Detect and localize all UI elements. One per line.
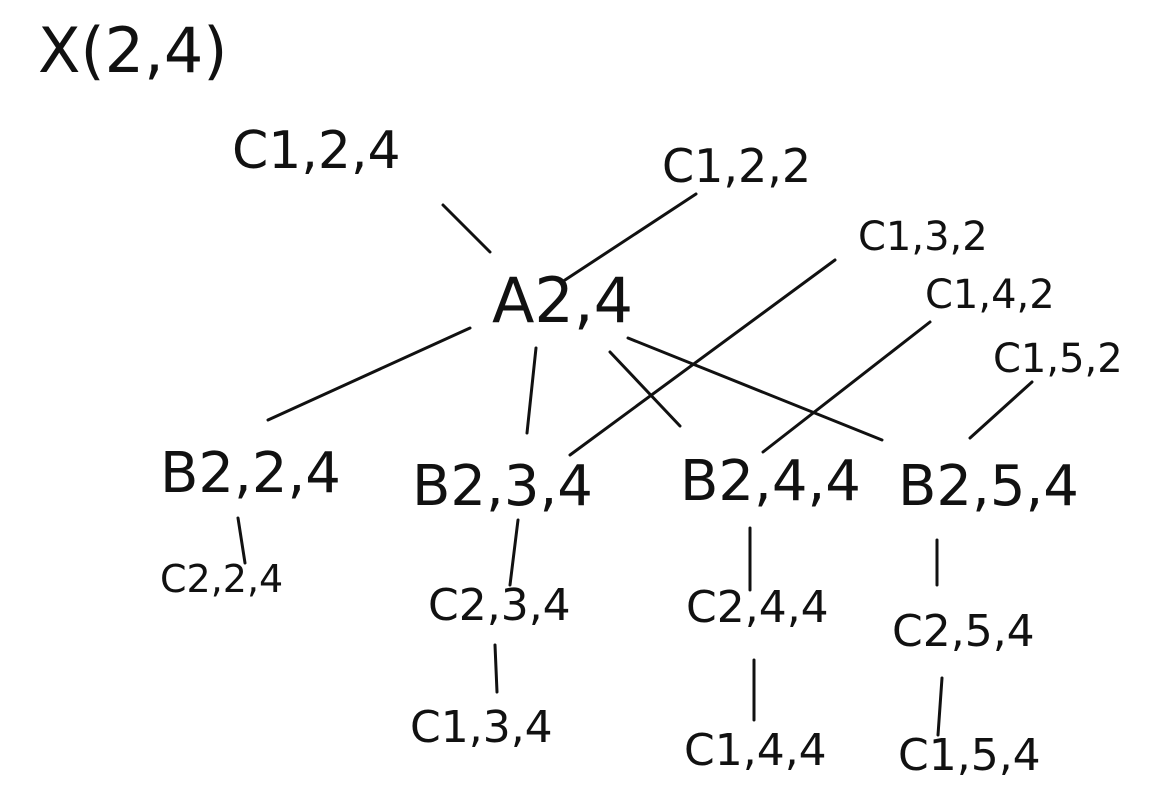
- node-b224: B2,2,4: [160, 441, 341, 506]
- edge-a24-b254: [626, 336, 884, 442]
- diagram-title: X(2,4): [38, 14, 227, 87]
- edge-c142-b244: [761, 320, 932, 454]
- node-c152: C1,5,2: [993, 336, 1123, 382]
- edge-c122-a24: [563, 192, 698, 282]
- edge-c254-c154: [936, 676, 944, 737]
- node-c144: C1,4,4: [684, 725, 827, 776]
- node-c154: C1,5,4: [898, 730, 1041, 781]
- edge-a24-b244: [608, 350, 682, 428]
- node-c124: C1,2,4: [232, 121, 401, 181]
- node-b244: B2,4,4: [680, 449, 861, 514]
- edge-c152-b254: [968, 380, 1034, 440]
- node-c254: C2,5,4: [892, 606, 1035, 657]
- node-c134: C1,3,4: [410, 702, 553, 753]
- node-c132: C1,3,2: [858, 214, 988, 260]
- node-c244: C2,4,4: [686, 582, 829, 633]
- edge-c234-c134: [493, 643, 499, 694]
- node-c122: C1,2,2: [662, 139, 811, 193]
- node-c224: C2,2,4: [160, 557, 283, 601]
- node-a24: A2,4: [492, 264, 633, 337]
- edges: [236, 192, 1034, 737]
- nodes: X(2,4) C1,2,4 C1,2,2C1,3,2C1,4,2C1,5,2 A2,…: [38, 14, 1123, 781]
- edge-a24-b224: [266, 326, 472, 422]
- edge-b234-c234: [508, 518, 520, 587]
- node-c142: C1,4,2: [925, 272, 1055, 318]
- edge-c132-b234: [568, 258, 837, 457]
- node-b254: B2,5,4: [898, 454, 1079, 519]
- edge-a24-b234: [525, 346, 538, 435]
- node-c234: C2,3,4: [428, 580, 571, 631]
- node-b234: B2,3,4: [412, 454, 593, 519]
- edge-c124-a24: [441, 203, 492, 254]
- edge-b224-c224: [236, 516, 247, 565]
